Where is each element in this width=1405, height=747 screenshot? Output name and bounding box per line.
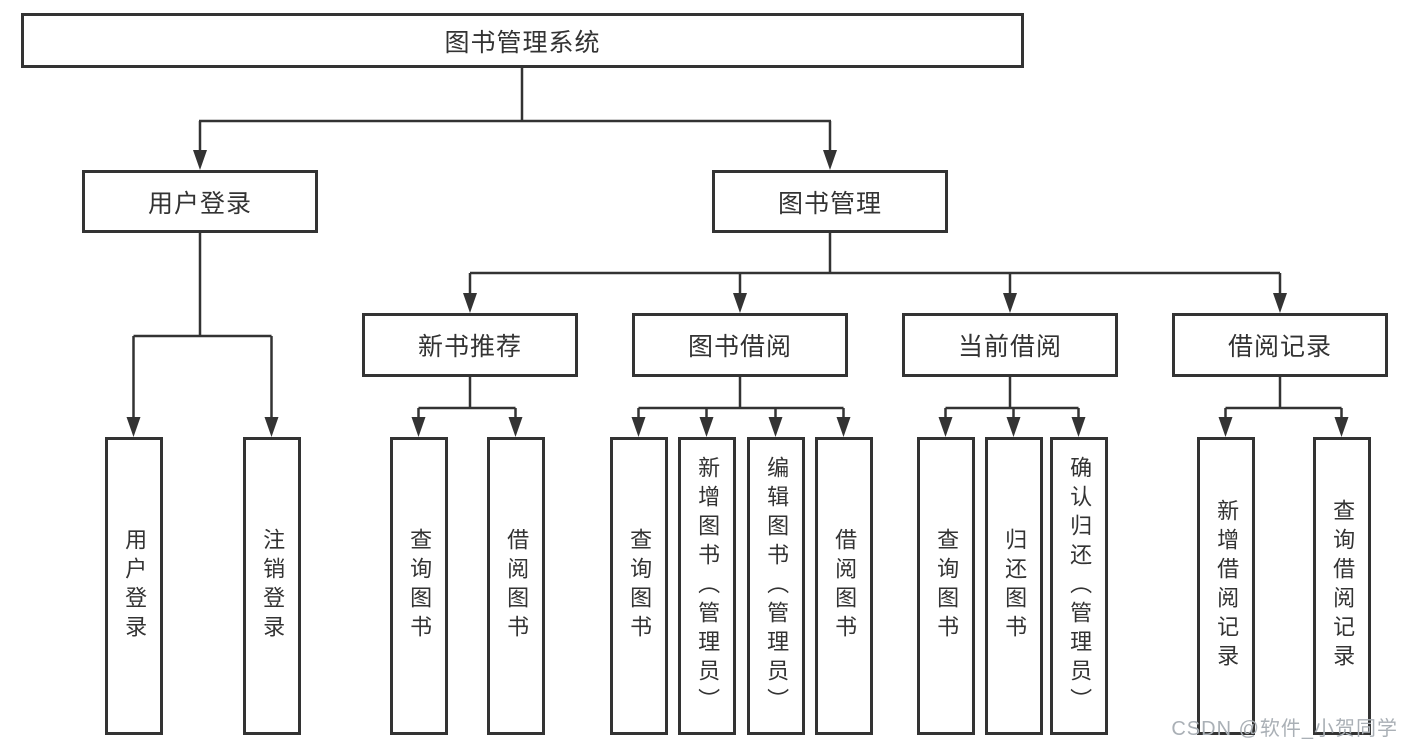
node-borrow-records: 借阅记录 <box>1172 313 1388 377</box>
node-book-mgmt-label: 图书管理 <box>777 189 882 218</box>
leaf-logout: 注销登录 <box>243 437 301 735</box>
node-current-borrow-label: 当前借阅 <box>957 333 1062 361</box>
leaf-borrow-books-borrow: 借阅图书 <box>815 437 873 735</box>
leaf-return-book: 归还图书 <box>985 437 1043 735</box>
leaf-add-borrow-record: 新增借阅记录 <box>1197 437 1255 735</box>
leaf-user-login: 用户登录 <box>105 437 163 735</box>
leaf-add-book-admin: 新增图书（管理员） <box>678 437 736 735</box>
leaf-query-books-current: 查询图书 <box>917 437 975 735</box>
node-book-borrow-label: 图书借阅 <box>687 333 792 361</box>
node-user-login-label: 用户登录 <box>147 189 252 218</box>
arrowheads <box>126 150 1349 437</box>
leaf-borrow-books-newbooks: 借阅图书 <box>487 437 545 735</box>
leaf-edit-book-admin: 编辑图书（管理员） <box>747 437 805 735</box>
leaf-query-books-newbooks: 查询图书 <box>390 437 448 735</box>
node-user-login: 用户登录 <box>82 170 318 233</box>
node-new-books-label: 新书推荐 <box>417 333 522 361</box>
node-new-books: 新书推荐 <box>362 313 578 377</box>
node-root: 图书管理系统 <box>21 13 1024 68</box>
leaf-confirm-return-admin: 确认归还（管理员） <box>1050 437 1108 735</box>
node-book-mgmt: 图书管理 <box>712 170 948 233</box>
node-current-borrow: 当前借阅 <box>902 313 1118 377</box>
leaf-query-books-borrow: 查询图书 <box>610 437 668 735</box>
leaf-query-borrow-record: 查询借阅记录 <box>1313 437 1371 735</box>
node-borrow-records-label: 借阅记录 <box>1227 333 1332 361</box>
node-book-borrow: 图书借阅 <box>632 313 848 377</box>
node-root-label: 图书管理系统 <box>444 28 601 57</box>
